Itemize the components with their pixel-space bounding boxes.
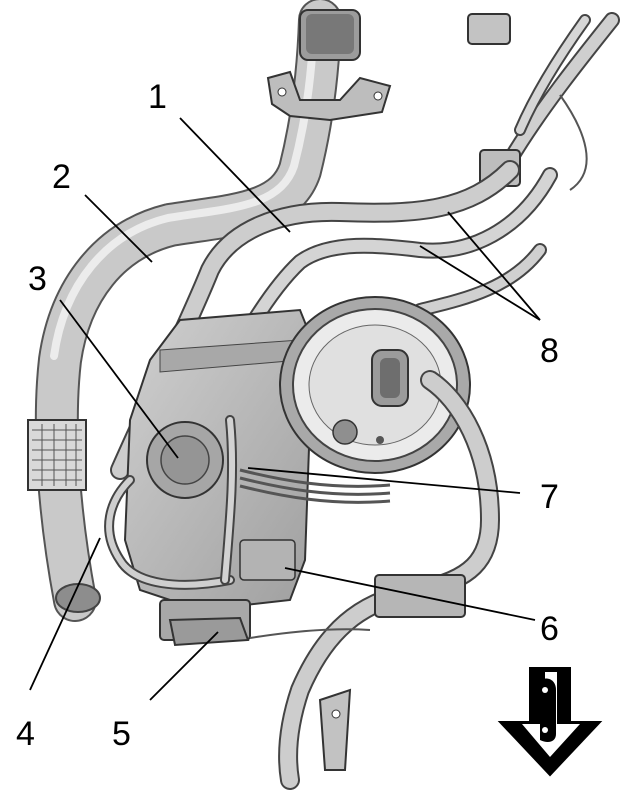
vehicle-silhouette-icon bbox=[540, 678, 556, 742]
callout-6: 6 bbox=[540, 610, 559, 648]
hose-clip bbox=[27, 419, 87, 491]
callout-1: 1 bbox=[148, 78, 167, 116]
callout-4: 4 bbox=[16, 715, 35, 753]
down-arrow-icon bbox=[497, 667, 603, 777]
callout-labels: 1 2 3 4 5 6 7 8 bbox=[16, 78, 559, 753]
module-flange-ring bbox=[279, 296, 471, 474]
module-lines bbox=[104, 415, 391, 590]
callout-7: 7 bbox=[540, 478, 559, 516]
leader-lines bbox=[29, 117, 541, 701]
electrical-connector bbox=[168, 616, 371, 647]
mounting-bracket bbox=[266, 70, 392, 122]
callout-5: 5 bbox=[112, 715, 131, 753]
callout-3: 3 bbox=[28, 260, 47, 298]
vent-lines bbox=[467, 12, 620, 191]
outlet-hose bbox=[278, 370, 501, 790]
filler-neck-collar bbox=[299, 9, 361, 61]
callout-8: 8 bbox=[540, 332, 559, 370]
callout-2: 2 bbox=[52, 158, 71, 196]
